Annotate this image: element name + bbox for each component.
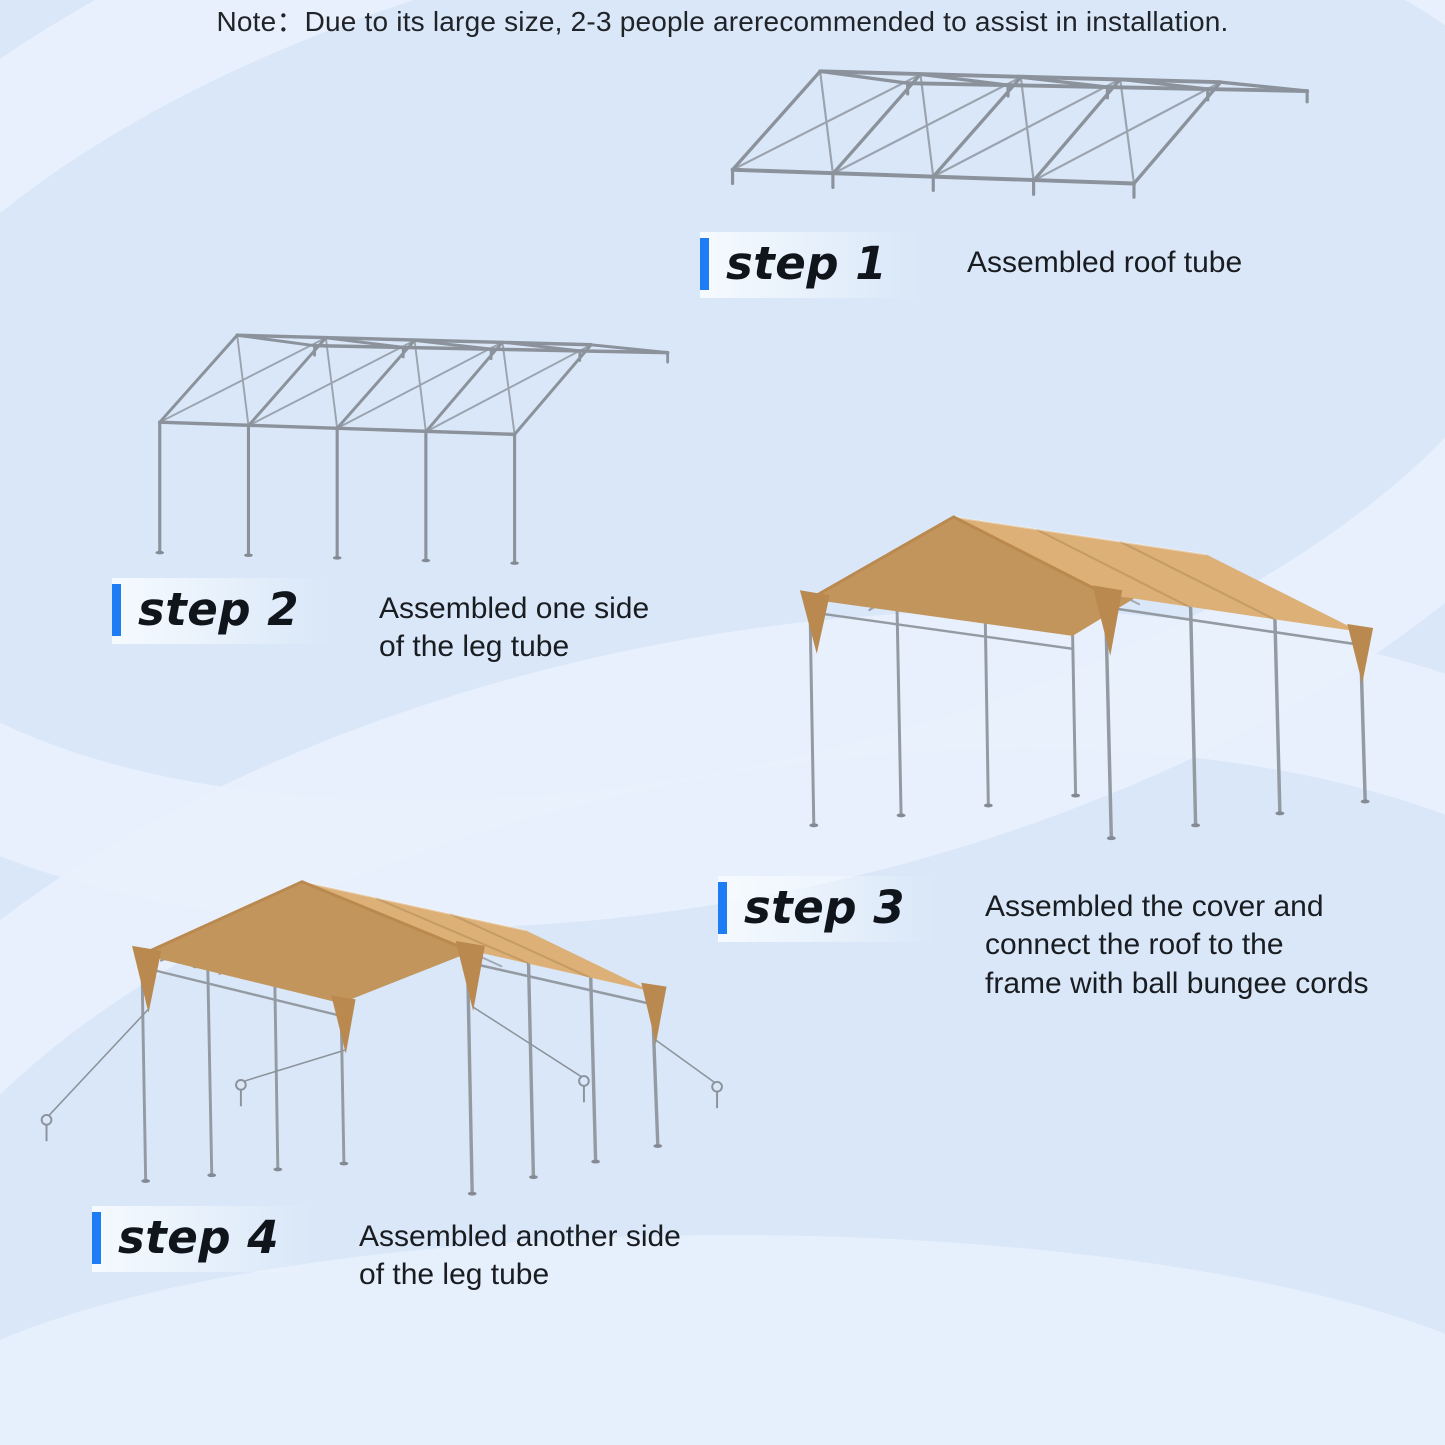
step2-accent-bar <box>112 584 121 636</box>
step2-chip: step 2 <box>112 578 352 644</box>
step4-description: Assembled another side of the leg tube <box>359 1220 681 1292</box>
installation-note: Note：Due to its large size, 2-3 people a… <box>216 6 1229 37</box>
ground-stake-icon <box>40 1113 53 1142</box>
step1-description: Assembled roof tube <box>967 246 1243 279</box>
step1-chip: step 1 <box>700 232 940 298</box>
step2-label-row: step 2 Assembled one side of the leg tub… <box>112 578 649 667</box>
step2-frame-one-side-legs-illustration <box>155 333 670 565</box>
step4-accent-bar <box>92 1212 101 1264</box>
step3-description: Assembled the cover and connect the roof… <box>985 890 1369 1000</box>
step4-label: step 4 <box>118 1211 280 1265</box>
step2-description: Assembled one side of the leg tube <box>379 592 650 664</box>
step1-label-row: step 1 Assembled roof tube <box>700 232 1242 298</box>
step1-accent-bar <box>700 238 709 290</box>
step3-covered-canopy-illustration <box>799 515 1374 841</box>
step3-accent-bar <box>718 882 727 934</box>
step3-label-row: step 3 Assembled the cover and connect t… <box>718 876 1369 1003</box>
step1-label: step 1 <box>726 237 888 291</box>
ground-stake-icon <box>711 1080 723 1109</box>
ground-stake-icon <box>235 1079 247 1107</box>
step4-chip: step 4 <box>92 1206 332 1272</box>
step2-label: step 2 <box>138 583 300 637</box>
ground-stake-icon <box>578 1075 590 1103</box>
step4-label-row: step 4 Assembled another side of the leg… <box>92 1206 681 1295</box>
step4-full-canopy-anchored-illustration <box>40 880 723 1196</box>
step3-label: step 3 <box>744 881 906 935</box>
step1-roof-frame-illustration <box>730 69 1310 199</box>
step3-chip: step 3 <box>718 876 958 942</box>
